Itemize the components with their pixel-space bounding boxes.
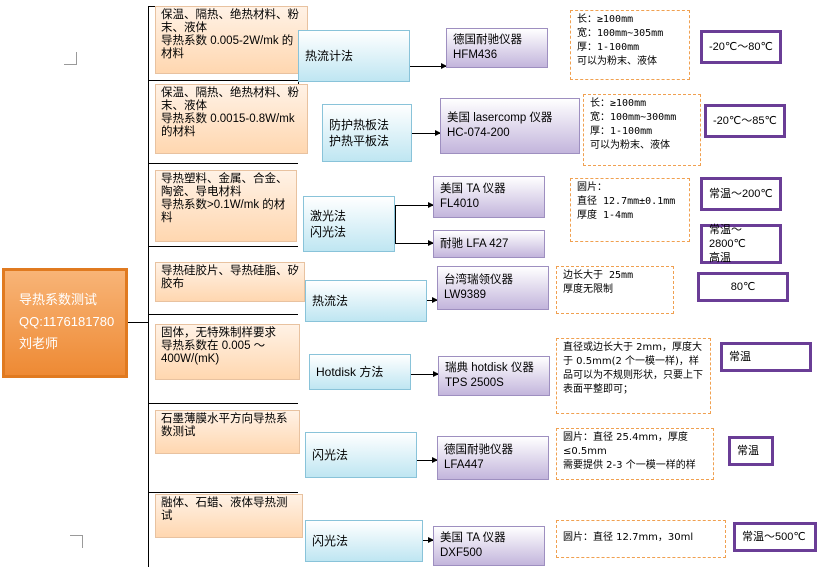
temperature-box: -20℃～80℃	[700, 30, 782, 64]
branch-line	[148, 80, 298, 81]
instrument-box: 美国 lasercomp 仪器 HC-074-200	[440, 98, 580, 154]
material-desc: 保温、隔热、绝热材料、粉末、液体 导热系数 0.0015-0.8W/mk 的材料	[155, 84, 308, 154]
branch-line	[148, 314, 298, 315]
instrument-box: 台湾瑞领仪器 LW9389	[437, 266, 549, 310]
temperature-box: 常温～200℃	[700, 177, 782, 211]
root-qq: QQ:1176181780	[19, 314, 115, 329]
method-box: 闪光法	[305, 520, 423, 562]
arrow	[417, 457, 438, 463]
instrument-box: 德国耐驰仪器 LFA447	[437, 436, 549, 480]
page-corner-mark	[70, 535, 83, 548]
root-contact: 刘老师	[19, 336, 59, 351]
material-desc: 固体，无特殊制样要求 导热系数在 0.005 ～ 400W/(mK)	[155, 324, 300, 380]
temperature-box: 80℃	[697, 272, 789, 302]
method-box: Hotdisk 方法	[309, 354, 411, 390]
spec-box: 圆片：直径 12.7mm，30ml	[556, 520, 726, 558]
branch-line	[148, 163, 298, 164]
method-box: 热流法	[305, 280, 427, 322]
arrow	[427, 297, 438, 303]
root-title: 导热系数测试	[19, 292, 98, 307]
trunk-line	[148, 6, 149, 567]
material-desc: 融体、石蜡、液体导热测试	[155, 494, 303, 538]
spec-box: 圆片：直径 25.4mm，厚度≤0.5mm 需要提供 2-3 个一模一样的样	[556, 428, 714, 480]
material-desc: 保温、隔热、绝热材料、粉末、液体 导热系数 0.005-2W/mk 的材料	[155, 6, 308, 74]
instrument-box: 德国耐驰仪器 HFM436	[446, 28, 548, 68]
material-desc: 导热塑料、金属、合金、陶瓷、导电材料 导热系数>0.1W/mk 的材料	[155, 170, 297, 242]
connector-line	[395, 205, 396, 244]
arrow	[423, 537, 434, 543]
spec-box: 圆片： 直径 12.7mm±0.1mm 厚度 1-4mm	[570, 178, 690, 242]
instrument-box: 美国 TA 仪器 DXF500	[433, 526, 545, 566]
branch-line	[148, 492, 298, 493]
temperature-box: 常温～500℃	[733, 522, 817, 552]
page-corner-mark	[64, 52, 77, 65]
root-node: 导热系数测试 QQ:1176181780 刘老师	[2, 268, 128, 378]
temperature-box: 常温～2800℃ 高温	[700, 224, 782, 264]
instrument-box: 美国 TA 仪器 FL4010	[433, 176, 545, 218]
method-box: 闪光法	[305, 432, 417, 478]
arrow	[411, 371, 439, 377]
root-connector	[128, 322, 148, 323]
arrow	[395, 240, 434, 246]
material-desc: 石墨薄膜水平方向导热系数测试	[155, 410, 300, 454]
spec-box: 长：≥100mm 宽：100mm~305mm 厚：1-100mm 可以为粉末、液…	[570, 10, 690, 80]
method-box: 激光法 闪光法	[303, 196, 395, 252]
arrow	[410, 63, 447, 69]
material-desc: 导热硅胶片、导热硅脂、矽胶布	[155, 262, 305, 302]
branch-line	[148, 403, 298, 404]
arrow	[412, 130, 441, 136]
spec-box: 边长大于 25mm 厚度无限制	[556, 266, 674, 314]
temperature-box: 常温	[720, 342, 812, 372]
temperature-box: -20℃～85℃	[704, 104, 786, 138]
method-box: 防护热板法 护热平板法	[322, 104, 412, 162]
temperature-box: 常温	[728, 436, 774, 466]
arrow	[395, 202, 434, 208]
instrument-box: 耐驰 LFA 427	[433, 230, 545, 258]
spec-box: 长：≥100mm 宽：100mm~300mm 厚：1-100mm 可以为粉末、液…	[583, 94, 701, 166]
branch-line	[148, 246, 298, 247]
spec-box: 直径或边长大于 2mm，厚度大于 0.5mm(2 个一模一样)，样品可以为不规则…	[556, 338, 711, 414]
instrument-box: 瑞典 hotdisk 仪器 TPS 2500S	[438, 356, 550, 396]
method-box: 热流计法	[298, 30, 410, 82]
